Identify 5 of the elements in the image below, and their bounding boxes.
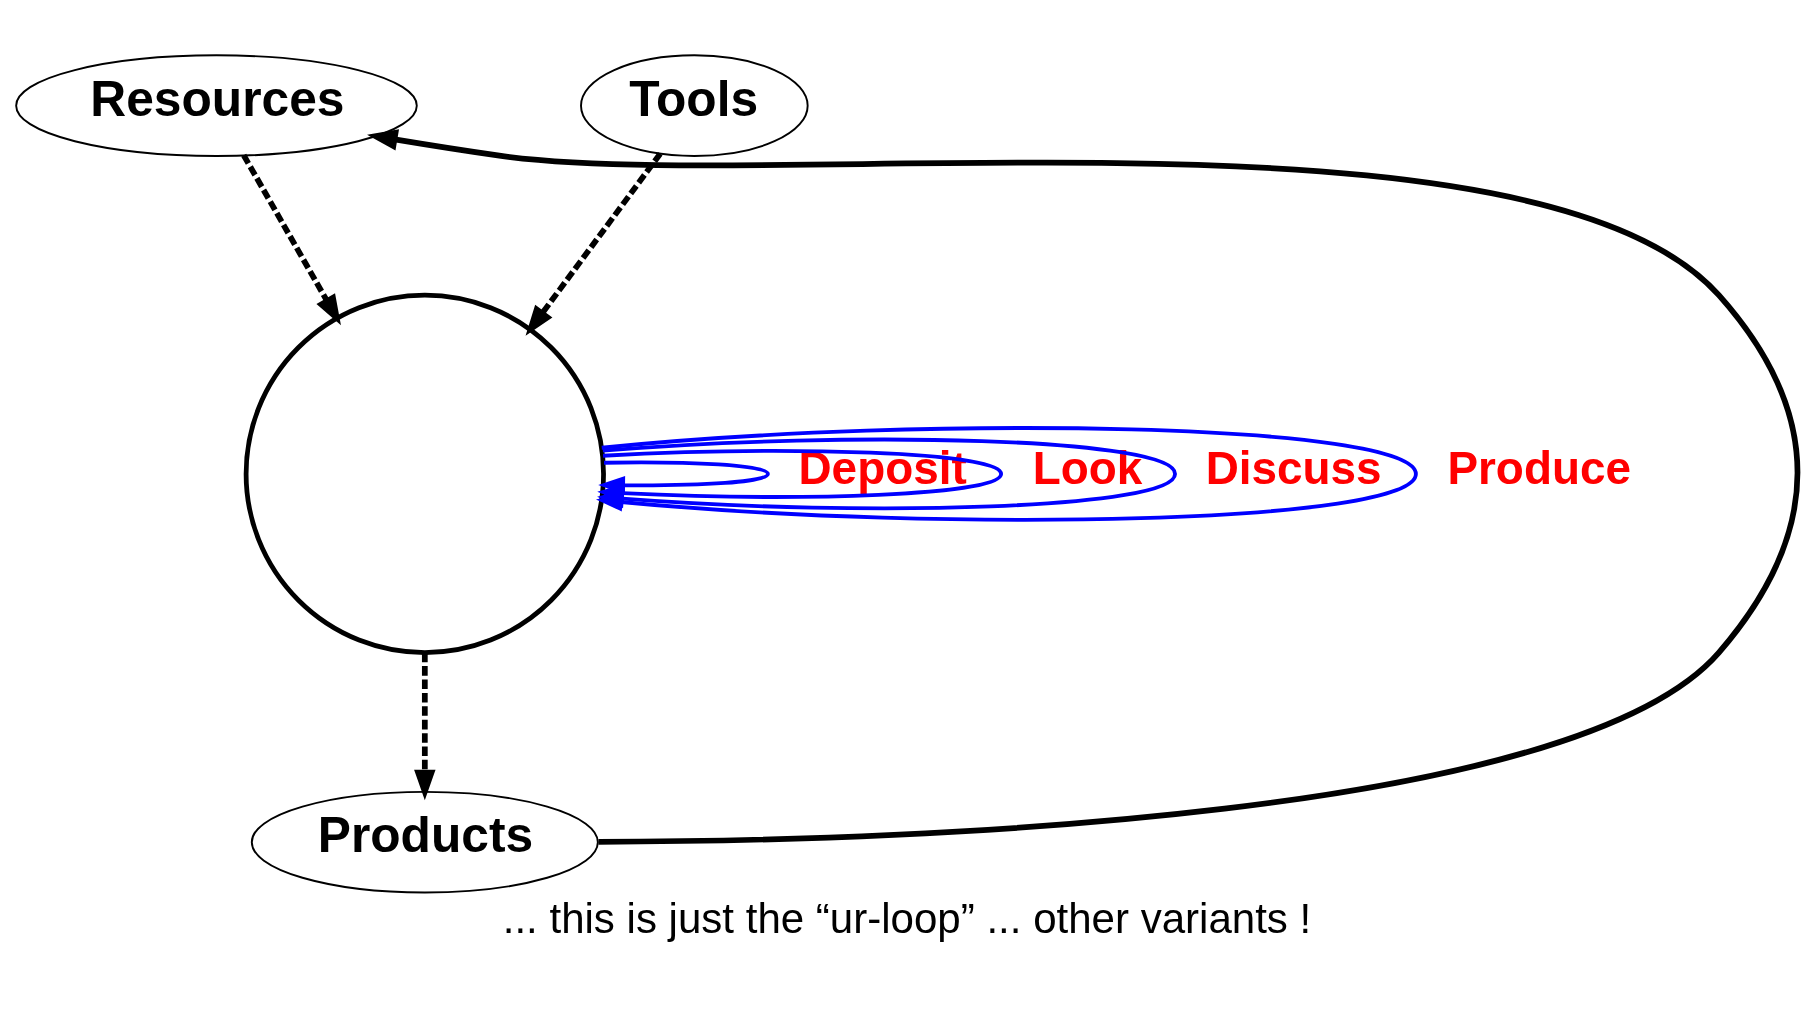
edge-label: Produce <box>1447 441 1631 494</box>
edge-label: Deposit <box>798 441 967 494</box>
edge-label: Discuss <box>1205 441 1382 494</box>
caption: ... this is just the “ur-loop” ... other variants ! <box>502 895 1312 943</box>
edge-label: Look <box>1032 441 1143 494</box>
